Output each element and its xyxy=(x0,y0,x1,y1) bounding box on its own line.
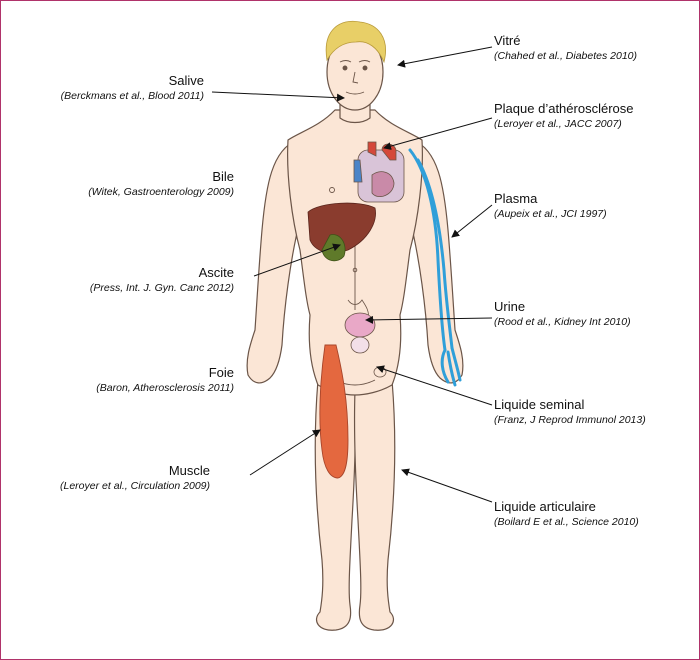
label-foie: Foie (Baron, Atherosclerosis 2011) xyxy=(96,366,234,394)
arrow-plasma xyxy=(451,204,493,238)
label-ascite: Ascite (Press, Int. J. Gyn. Canc 2012) xyxy=(90,266,234,294)
heart xyxy=(353,141,405,203)
label-name: Plasma xyxy=(494,191,538,206)
label-reference: (Baron, Atherosclerosis 2011) xyxy=(96,382,234,394)
arrow-muscle xyxy=(249,429,321,476)
label-reference: (Aupeix et al., JCI 1997) xyxy=(494,208,607,220)
label-name: Salive xyxy=(168,73,204,88)
label-reference: (Leroyer et al., JACC 2007) xyxy=(494,118,622,130)
label-name: Vitré xyxy=(494,33,521,48)
arrow-liquide-seminal xyxy=(376,365,493,406)
arrow-liquide-articulaire xyxy=(401,468,493,503)
label-name: Ascite xyxy=(198,265,234,280)
thigh-muscle xyxy=(319,344,349,479)
label-reference: (Franz, J Reprod Immunol 2013) xyxy=(494,414,646,426)
arrow-ascite xyxy=(253,243,341,277)
label-reference: (Rood et al., Kidney Int 2010) xyxy=(494,316,631,328)
label-name: Muscle xyxy=(168,463,210,478)
label-name: Bile xyxy=(212,169,234,184)
label-urine: Urine (Rood et al., Kidney Int 2010) xyxy=(494,300,631,328)
label-salive: Salive (Berckmans et al., Blood 2011) xyxy=(61,74,204,102)
label-name: Plaque d’athérosclérose xyxy=(494,101,634,116)
label-reference: (Berckmans et al., Blood 2011) xyxy=(60,90,204,102)
label-reference: (Chahed et al., Diabetes 2010) xyxy=(494,50,638,62)
label-reference: (Boilard E et al., Science 2010) xyxy=(494,516,639,528)
arrow-urine xyxy=(365,315,493,324)
label-name: Liquide articulaire xyxy=(494,499,596,514)
label-bile: Bile (Witek, Gastroenterology 2009) xyxy=(88,170,234,198)
label-reference: (Leroyer et al., Circulation 2009) xyxy=(60,480,210,492)
label-vitre: Vitré (Chahed et al., Diabetes 2010) xyxy=(494,34,637,62)
label-liquide-articulaire: Liquide articulaire (Boilard E et al., S… xyxy=(494,500,639,528)
label-name: Foie xyxy=(208,365,234,380)
label-reference: (Press, Int. J. Gyn. Canc 2012) xyxy=(89,282,234,294)
pointer-arrows xyxy=(211,46,493,503)
label-plasma: Plasma (Aupeix et al., JCI 1997) xyxy=(494,192,607,220)
arrow-vitre xyxy=(397,46,493,68)
label-plaque: Plaque d’athérosclérose (Leroyer et al.,… xyxy=(494,102,633,130)
label-liquide-seminal: Liquide seminal (Franz, J Reprod Immunol… xyxy=(494,398,646,426)
veins xyxy=(408,148,462,387)
arrow-plaque xyxy=(383,117,493,150)
label-reference: (Witek, Gastroenterology 2009) xyxy=(88,186,234,198)
liver xyxy=(307,202,376,262)
label-name: Liquide seminal xyxy=(494,397,585,412)
label-name: Urine xyxy=(494,299,526,314)
label-muscle: Muscle (Leroyer et al., Circulation 2009… xyxy=(60,464,210,492)
hair xyxy=(325,20,386,64)
arrow-salive xyxy=(211,91,345,102)
